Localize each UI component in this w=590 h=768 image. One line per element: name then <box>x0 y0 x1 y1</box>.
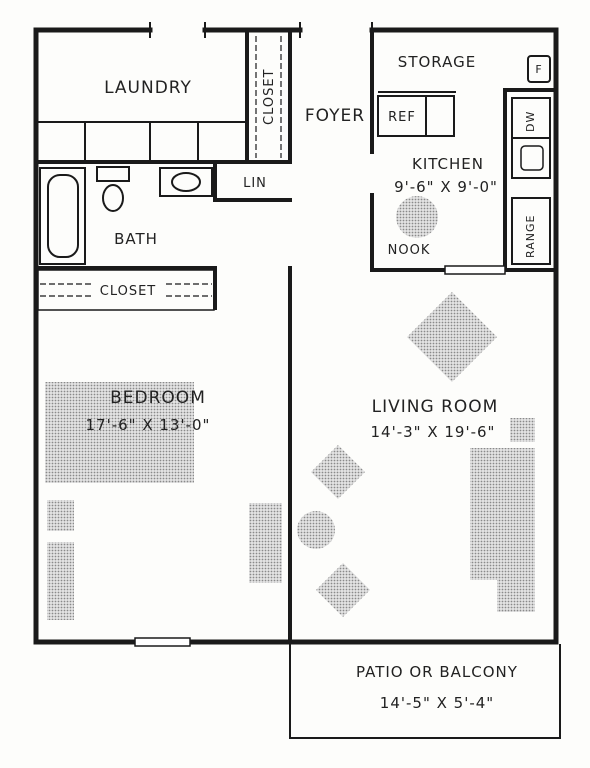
bedroom-size: 17'-6" X 13'-0" <box>86 416 211 434</box>
living-room-size: 14'-3" X 19'-6" <box>371 423 496 441</box>
storage-label: STORAGE <box>398 53 476 71</box>
sink-icon <box>159 167 213 197</box>
bathtub-icon <box>39 167 86 265</box>
bedroom-label: BEDROOM <box>110 388 206 408</box>
range-label: RANGE <box>524 215 537 258</box>
interior-walls <box>34 28 558 644</box>
exterior-walls <box>33 27 559 645</box>
end-table-icon <box>497 580 535 612</box>
chest-icon <box>249 503 282 583</box>
patio-label: PATIO OR BALCONY <box>356 663 518 681</box>
bedroom-closet: CLOSET <box>37 269 215 311</box>
nook-label: NOOK <box>388 243 431 258</box>
kitchen-sink <box>511 137 551 179</box>
windows <box>134 265 506 647</box>
washer-dryer-counter <box>38 121 245 160</box>
nightstand-icon <box>47 500 74 531</box>
armchair-icon <box>311 445 365 499</box>
kitchen-sink-icon <box>511 137 551 179</box>
door-openings <box>149 22 373 38</box>
dishwasher: DW <box>511 97 551 139</box>
side-table-icon <box>510 418 535 442</box>
furnace-icon <box>527 55 551 83</box>
armchair-icon <box>316 563 370 617</box>
sofa-icon <box>470 448 535 580</box>
living-room: LIVING ROOM 14'-3" X 19'-6" <box>297 292 535 617</box>
linen-label: LIN <box>243 176 267 191</box>
patio: PATIO OR BALCONY 14'-5" X 5'-4" <box>289 644 561 739</box>
bath-room: BATH <box>39 166 213 265</box>
dining-table-icon <box>407 292 497 382</box>
patio-size: 14'-5" X 5'-4" <box>380 694 494 712</box>
dishwasher-label: DW <box>524 111 537 132</box>
bedroom: BEDROOM 17'-6" X 13'-0" <box>45 382 282 620</box>
refrigerator: REF <box>377 95 455 137</box>
range-icon <box>511 197 551 265</box>
counter-icon <box>425 95 455 137</box>
laundry-label: LAUNDRY <box>104 78 192 98</box>
closet-bedroom-label: CLOSET <box>100 284 157 299</box>
living-room-label: LIVING ROOM <box>372 397 499 417</box>
toilet-icon <box>96 166 130 212</box>
round-table-icon <box>297 511 335 549</box>
kitchen-size: 9'-6" X 9'-0" <box>394 178 498 196</box>
bed-icon <box>45 382 194 483</box>
refrigerator-label: REF <box>388 110 416 125</box>
top-closet: CLOSET <box>255 36 282 158</box>
nook-table-icon <box>396 196 438 238</box>
dresser-icon <box>47 542 74 620</box>
furnace: F <box>527 55 551 83</box>
range: RANGE <box>511 197 551 265</box>
kitchen-label: KITCHEN <box>412 155 484 173</box>
foyer-label: FOYER <box>305 106 365 126</box>
closet-top-label: CLOSET <box>262 69 277 126</box>
bath-label: BATH <box>114 230 158 248</box>
furnace-label: F <box>535 63 542 76</box>
laundry-room: LAUNDRY <box>38 78 245 160</box>
